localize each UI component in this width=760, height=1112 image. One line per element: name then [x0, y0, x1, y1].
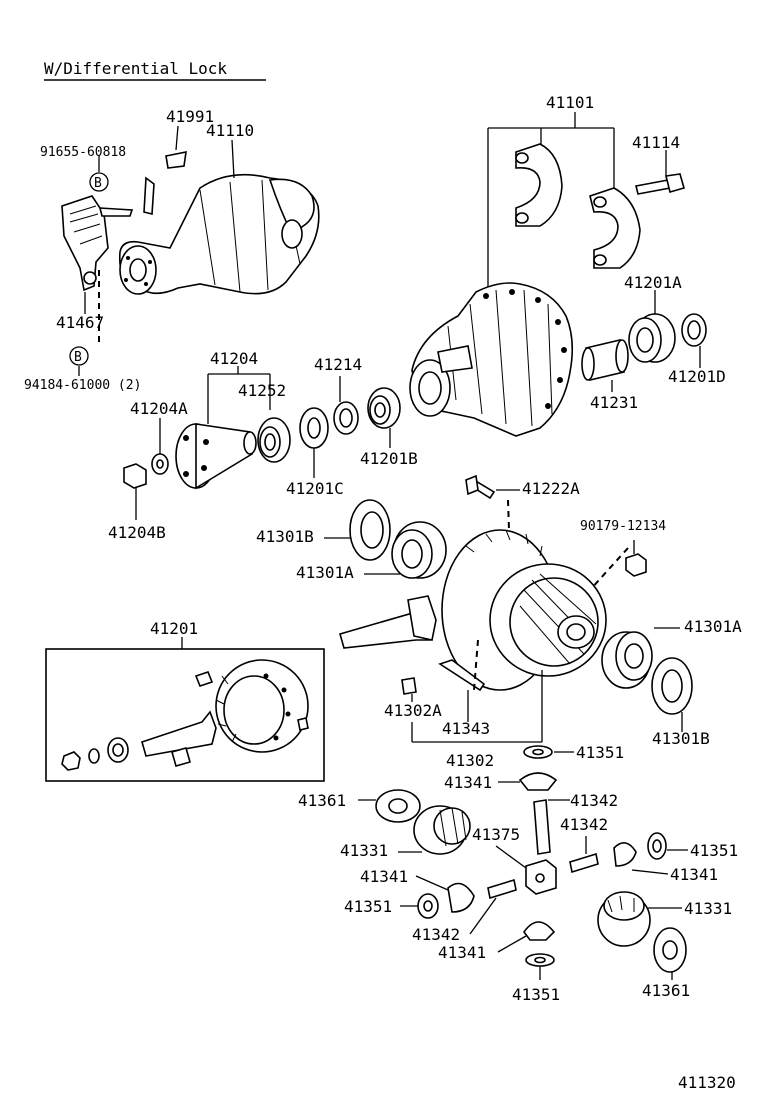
label-41361-right: 41361 — [642, 981, 690, 1000]
callout-b-top-letter: B — [94, 176, 102, 191]
oil-seal-41252-drawing — [257, 417, 291, 463]
pin-41343-drawing — [438, 659, 486, 692]
label-41302: 41302 — [446, 751, 494, 770]
flange-41204-drawing — [175, 423, 257, 490]
label-41341-upper: 41341 — [444, 773, 492, 792]
label-90179-12134: 90179-12134 — [580, 519, 666, 534]
label-41351-bottom: 41351 — [512, 985, 560, 1004]
label-41302A: 41302A — [384, 701, 442, 720]
bolt-41302A-drawing — [401, 677, 417, 695]
mount-bracket-drawing — [61, 195, 134, 292]
washer-41201D-drawing — [681, 313, 707, 347]
label-41201: 41201 — [150, 619, 198, 638]
label-41252: 41252 — [238, 381, 286, 400]
ring-gear-and-case-drawing — [339, 529, 607, 691]
bearing-41301A-right-drawing — [601, 631, 653, 689]
bearing-41201A-drawing — [628, 313, 676, 363]
bearing-41201B-drawing — [367, 387, 401, 429]
label-94184-61000: 94184-61000 (2) — [24, 378, 141, 393]
side-gear-41331-right-drawing — [597, 891, 651, 947]
label-41351-left: 41351 — [344, 897, 392, 916]
label-41101: 41101 — [546, 93, 594, 112]
label-91655-60818: 91655-60818 — [40, 145, 126, 160]
washer-41361-left-drawing — [375, 789, 421, 823]
diagram-code: 411320 — [678, 1073, 736, 1092]
label-41361-left: 41361 — [298, 791, 346, 810]
label-41343: 41343 — [442, 719, 490, 738]
label-41114: 41114 — [632, 133, 680, 152]
callout-b-bottom — [69, 346, 89, 366]
label-41342-upper: 41342 — [570, 791, 618, 810]
shaft-41342-right-drawing — [569, 852, 599, 874]
label-41214: 41214 — [314, 355, 362, 374]
shaft-41342-bottom-drawing — [487, 878, 517, 900]
bearing-41201C-drawing — [299, 407, 329, 449]
washer-41351-upper-drawing — [523, 745, 553, 759]
label-41341-right: 41341 — [670, 865, 718, 884]
label-41331-right: 41331 — [684, 899, 732, 918]
label-41201A: 41201A — [624, 273, 682, 292]
side-gear-41331-left-drawing — [413, 805, 471, 855]
gear-set-41201-drawing — [61, 659, 309, 771]
pinion-41341-left-drawing — [447, 882, 475, 913]
nut-90179-shape — [625, 553, 647, 577]
label-41351-right: 41351 — [690, 841, 738, 860]
label-41201D: 41201D — [668, 367, 726, 386]
label-41222A: 41222A — [522, 479, 580, 498]
label-41342-bottom: 41342 — [412, 925, 460, 944]
washer-41361-right-drawing — [653, 927, 687, 973]
gear-set-box — [45, 648, 325, 782]
label-41341-left: 41341 — [360, 867, 408, 886]
label-41342-middle: 41342 — [560, 815, 608, 834]
label-41204A: 41204A — [130, 399, 188, 418]
part-41991-shape — [165, 150, 187, 169]
label-41375: 41375 — [472, 825, 520, 844]
washer-41204A-drawing — [151, 453, 169, 475]
label-41301B-right: 41301B — [652, 729, 710, 748]
pinion-41341-upper-drawing — [518, 772, 558, 791]
washer-41351-right-drawing — [647, 832, 667, 860]
label-41201B: 41201B — [360, 449, 418, 468]
diagram-title: W/Differential Lock — [44, 59, 227, 78]
label-41204: 41204 — [210, 349, 258, 368]
bolt-41222A-drawing — [465, 474, 496, 500]
callout-b-top — [89, 172, 109, 192]
washer-41301B-left-drawing — [349, 499, 391, 561]
label-41301A-right: 41301A — [684, 617, 742, 636]
label-41110: 41110 — [206, 121, 254, 140]
label-41467: 41467 — [56, 313, 104, 332]
bearing-cap-upper-drawing — [515, 143, 563, 227]
washer-41301B-right-drawing — [651, 657, 693, 715]
label-41351-upper: 41351 — [576, 743, 624, 762]
shaft-41342-vertical-drawing — [533, 799, 551, 855]
label-41301A-left: 41301A — [296, 563, 354, 582]
differential-housing-drawing — [409, 282, 574, 437]
pinion-41341-bottom-drawing — [523, 921, 556, 941]
bolt-41114-drawing — [635, 173, 685, 195]
pinion-41341-right-drawing — [613, 842, 637, 867]
label-41231: 41231 — [590, 393, 638, 412]
sleeve-41231-drawing — [581, 339, 629, 381]
label-41204B: 41204B — [108, 523, 166, 542]
label-41331-left: 41331 — [340, 841, 388, 860]
bearing-41301A-left-drawing — [391, 521, 447, 579]
washer-41351-bottom-drawing — [525, 953, 555, 967]
label-41341-bottom: 41341 — [438, 943, 486, 962]
label-41991: 41991 — [166, 107, 214, 126]
bearing-cap-lower-drawing — [589, 187, 641, 269]
label-41301B-left: 41301B — [256, 527, 314, 546]
label-41201C: 41201C — [286, 479, 344, 498]
washer-41214-drawing — [333, 401, 359, 435]
washer-41351-left-drawing — [417, 893, 439, 919]
block-41375-drawing — [525, 859, 557, 895]
carrier-assembly-41110-drawing — [118, 173, 320, 295]
callout-b-bottom-letter: B — [74, 350, 82, 365]
nut-41204B-shape — [123, 463, 147, 489]
